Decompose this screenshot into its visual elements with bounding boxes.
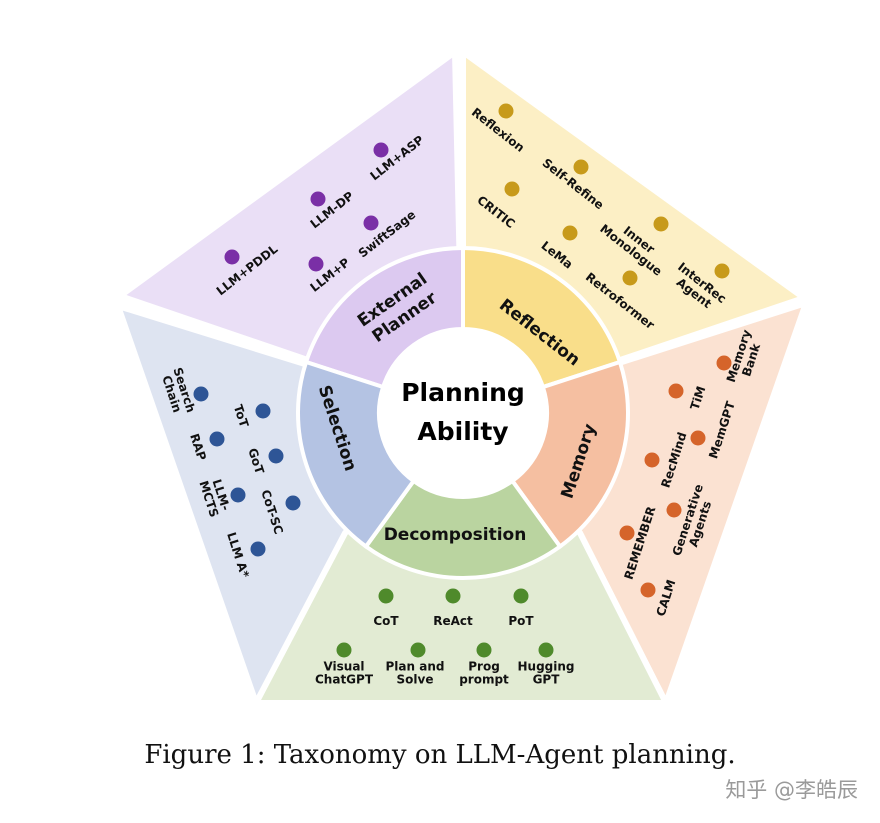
method-item: CoT: [373, 588, 399, 628]
method-label-line: ChatGPT: [315, 673, 374, 687]
method-dot: [336, 642, 352, 658]
method-dot: [193, 386, 209, 402]
method-dot: [285, 495, 301, 511]
method-dot: [504, 181, 520, 197]
method-dot: [209, 431, 225, 447]
method-dot: [562, 225, 578, 241]
method-dot: [445, 588, 461, 604]
method-label-line: CoT: [373, 614, 399, 628]
method-dot: [690, 430, 706, 446]
method-dot: [619, 525, 635, 541]
center-title-line1: Planning: [401, 378, 525, 407]
watermark: 知乎 @李皓辰: [725, 778, 858, 802]
method-item: PoT: [508, 588, 534, 628]
method-label-line: Visual: [323, 660, 364, 674]
method-dot: [573, 159, 589, 175]
method-dot: [476, 642, 492, 658]
method-label: PoT: [508, 614, 534, 628]
method-label-line: Hugging: [517, 660, 574, 674]
center-circle: [379, 329, 547, 497]
method-label-line: PoT: [508, 614, 534, 628]
method-item: ReAct: [433, 588, 473, 628]
method-label-line: prompt: [459, 673, 509, 687]
method-dot: [640, 582, 656, 598]
method-dot: [666, 502, 682, 518]
method-dot: [513, 588, 529, 604]
method-dot: [498, 103, 514, 119]
method-label-line: Prog: [468, 660, 500, 674]
method-label-line: GPT: [533, 673, 561, 687]
method-dot: [268, 448, 284, 464]
method-dot: [230, 487, 246, 503]
category-label-line: Decomposition: [384, 525, 527, 545]
method-dot: [250, 541, 266, 557]
method-dot: [653, 216, 669, 232]
method-dot: [644, 452, 660, 468]
method-dot: [538, 642, 554, 658]
method-dot: [224, 249, 240, 265]
method-label: ReAct: [433, 614, 473, 628]
method-dot: [714, 263, 730, 279]
center-hub: Planning Ability: [379, 329, 547, 497]
category-label-decomposition: Decomposition: [384, 525, 527, 545]
method-dot: [716, 355, 732, 371]
method-label-line: ReAct: [433, 614, 473, 628]
method-dot: [308, 256, 324, 272]
method-dot: [373, 142, 389, 158]
method-label: CoT: [373, 614, 399, 628]
method-dot: [410, 642, 426, 658]
method-dot: [255, 403, 271, 419]
method-dot: [363, 215, 379, 231]
method-label-line: Solve: [397, 673, 434, 687]
method-dot: [378, 588, 394, 604]
method-dot: [310, 191, 326, 207]
method-dot: [668, 383, 684, 399]
center-title-line2: Ability: [417, 417, 508, 446]
method-label-line: Plan and: [386, 660, 445, 674]
method-dot: [622, 270, 638, 286]
method-item: MemoryBank: [716, 328, 763, 384]
figure-caption: Figure 1: Taxonomy on LLM-Agent planning…: [144, 740, 736, 770]
